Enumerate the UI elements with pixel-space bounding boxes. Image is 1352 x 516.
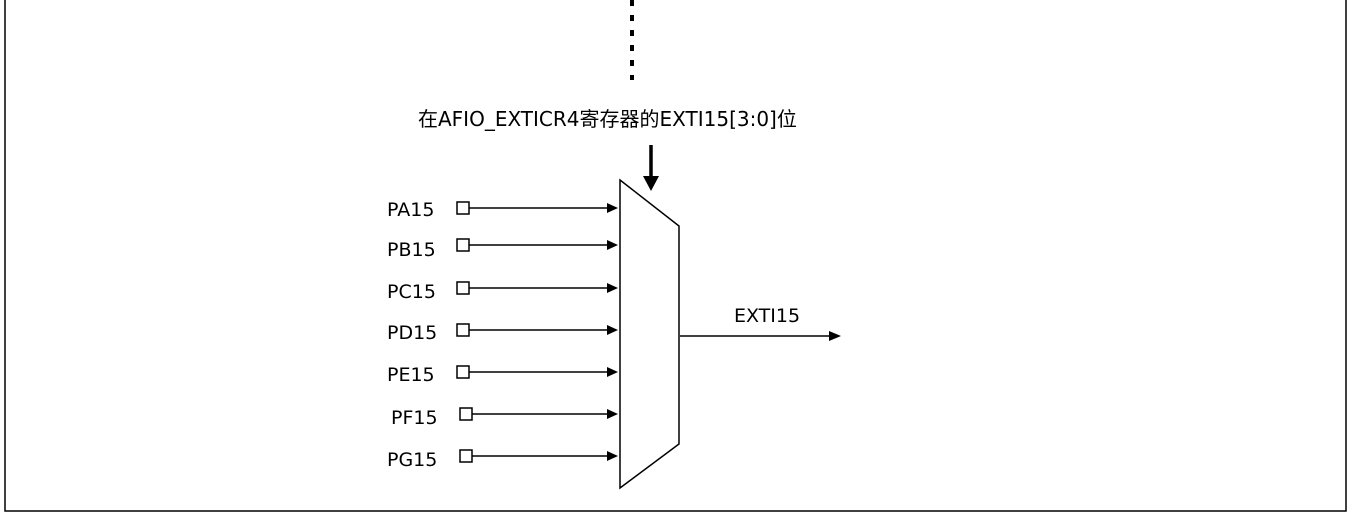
input-arrow-head-pb15 (607, 240, 618, 250)
pin-box-pc15 (456, 281, 470, 295)
pin-box-pe15 (456, 365, 470, 379)
pin-box-pf15 (459, 407, 473, 421)
input-label-pf15: PF15 (391, 407, 438, 429)
pin-box-pg15 (459, 449, 473, 463)
input-label-pe15: PE15 (387, 364, 435, 386)
input-label-pa15: PA15 (387, 199, 434, 221)
input-arrow-head-pd15 (607, 325, 618, 335)
multiplexer (619, 178, 680, 490)
input-label-pb15: PB15 (387, 239, 436, 261)
selector-arrow-head (643, 176, 659, 191)
input-arrow-head-pf15 (607, 409, 618, 419)
output-arrow-head (829, 331, 841, 341)
input-label-pc15: PC15 (387, 281, 436, 303)
selector-note: 在AFIO_EXTICR4寄存器的EXTI15[3:0]位 (418, 107, 797, 131)
pin-box-pd15 (456, 323, 470, 337)
input-label-pd15: PD15 (387, 322, 437, 344)
input-arrow-head-pe15 (607, 367, 618, 377)
pin-box-pb15 (456, 238, 470, 252)
output-label: EXTI15 (734, 305, 800, 327)
frame-border (4, 0, 1347, 512)
pin-box-pa15 (456, 201, 470, 215)
input-arrow-head-pa15 (607, 203, 618, 213)
input-arrow-head-pg15 (607, 451, 618, 461)
input-label-pg15: PG15 (387, 449, 437, 471)
input-arrow-head-pc15 (607, 283, 618, 293)
